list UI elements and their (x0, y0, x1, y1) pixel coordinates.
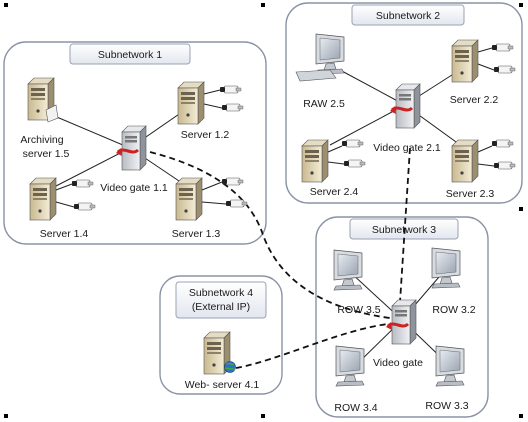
web-server-4-1[interactable] (203, 331, 236, 375)
server-2-2[interactable] (451, 39, 516, 83)
server-1-2[interactable] (177, 81, 244, 125)
camera-icon (343, 159, 366, 168)
archiving-server-1-5[interactable] (27, 77, 59, 123)
video-gate-2-1-label: Video gate 2.1 (373, 142, 441, 154)
server-icon (175, 177, 203, 221)
server-1-3-label: Server 1.3 (172, 228, 221, 240)
archiving-label-line2: server 1.5 (23, 148, 70, 160)
keyboard-icon (295, 69, 337, 82)
video-gate-3-label: Video gate (373, 357, 423, 369)
server-2-4[interactable] (301, 139, 366, 183)
camera-icon (491, 139, 514, 148)
server-2-4-label: Server 2.4 (310, 186, 359, 198)
camera-icon (491, 43, 514, 52)
server-icon (177, 81, 205, 125)
disk-icon (45, 104, 59, 123)
row-3-2-label: ROW 3.2 (432, 304, 475, 316)
server-2-3[interactable] (451, 139, 516, 183)
subnetwork-1-title: Subnetwork 1 (98, 49, 162, 61)
raw-2-5[interactable] (295, 33, 345, 82)
row-3-3-label: ROW 3.3 (425, 400, 468, 412)
server-1-3[interactable] (175, 177, 248, 221)
server-icon (451, 139, 479, 183)
camera-icon (341, 139, 364, 148)
camera-icon (221, 177, 244, 186)
server-icon (451, 39, 479, 83)
server-1-4[interactable] (29, 177, 96, 221)
archiving-label-line1: Archiving (20, 134, 63, 146)
server-icon (301, 139, 329, 183)
subnetwork-2-title: Subnetwork 2 (376, 10, 440, 22)
server-2-2-label: Server 2.2 (450, 94, 499, 106)
row-3-5-label: ROW 3.5 (337, 304, 380, 316)
camera-icon (219, 85, 242, 94)
camera-icon (221, 103, 244, 112)
server-2-3-label: Server 2.3 (446, 188, 495, 200)
subnetwork-4-title-line1: Subnetwork 4 (189, 287, 253, 299)
subnetwork-4-title-line2: (External IP) (192, 301, 250, 313)
raw-2-5-label: RAW 2.5 (303, 98, 345, 110)
video-gate-1-1-label: Video gate 1.1 (100, 182, 168, 194)
server-1-4-label: Server 1.4 (40, 228, 89, 240)
server-1-2-label: Server 1.2 (181, 129, 230, 141)
web-server-4-1-label: Web- server 4.1 (185, 379, 260, 391)
globe-icon (224, 361, 236, 373)
camera-icon (493, 161, 516, 170)
server-icon (29, 177, 57, 221)
camera-icon (73, 202, 96, 211)
camera-icon (225, 199, 248, 208)
camera-icon (71, 179, 94, 188)
dashed-links (149, 147, 411, 369)
camera-icon (493, 65, 516, 74)
row-3-4-label: ROW 3.4 (334, 402, 377, 414)
